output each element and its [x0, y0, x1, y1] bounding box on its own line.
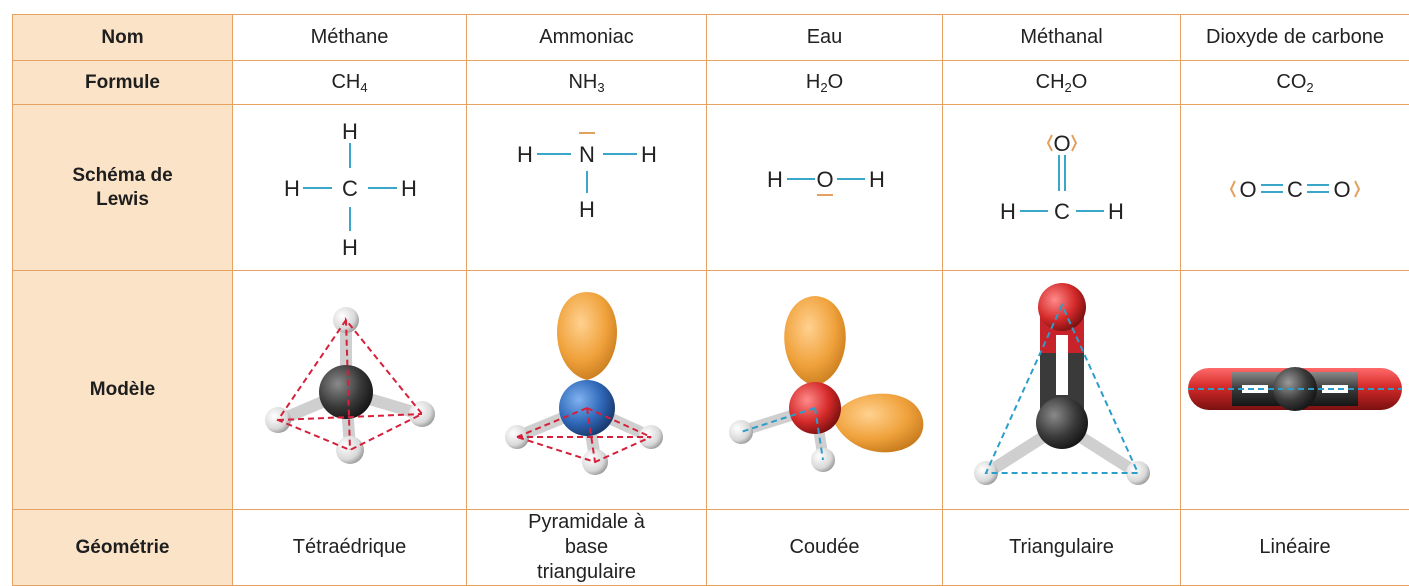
double-bond-gap [1056, 335, 1068, 395]
formula-subscript: 4 [360, 80, 367, 95]
atom-h: H [342, 119, 358, 144]
lewis-methanal-diagram: O H C H [962, 113, 1162, 263]
formula-eau: H2O [707, 61, 943, 105]
formula-methanal: CH2O [943, 61, 1181, 105]
lewis-eau-diagram: H O H [725, 113, 925, 263]
geometry-eau: Coudée [707, 510, 943, 586]
model-eau [707, 271, 943, 510]
atom-h: H [401, 176, 417, 201]
formula-subscript: 3 [597, 80, 604, 95]
atom-h: H [1108, 199, 1124, 224]
hydrogen-atom [1126, 461, 1150, 485]
row-nom: Nom Méthane Ammoniac Eau Méthanal Dioxyd… [13, 15, 1409, 61]
molecule-geometry-table: Nom Méthane Ammoniac Eau Méthanal Dioxyd… [12, 14, 1409, 586]
name-methanal: Méthanal [943, 15, 1181, 61]
atom-h: H [517, 142, 533, 167]
formula-tail: O [1072, 71, 1088, 93]
row-header-lewis: Schéma de Lewis [13, 105, 233, 271]
carbon-atom [1036, 397, 1088, 449]
formula-base: CH [1036, 71, 1065, 93]
atom-h: H [342, 235, 358, 260]
formula-subscript: 2 [1065, 80, 1072, 95]
formula-subscript: 2 [820, 80, 827, 95]
eau-3d-model [715, 280, 935, 500]
model-methanal [943, 271, 1181, 510]
model-methane [233, 271, 467, 510]
carbon-atom [319, 365, 373, 419]
atom-c: C [1054, 199, 1070, 224]
atom-o: O [816, 167, 833, 192]
lewis-methanal: O H C H [943, 105, 1181, 271]
name-dioxyde-de-carbone: Dioxyde de carbone [1181, 15, 1409, 61]
formula-base: H [806, 71, 820, 93]
atom-c: C [1287, 177, 1303, 202]
lewis-dioxyde-de-carbone: O C O [1181, 105, 1409, 271]
row-modele: Modèle [13, 271, 1409, 510]
atom-h: H [869, 167, 885, 192]
ammoniac-3d-model [477, 280, 697, 500]
lewis-methane-diagram: H C H H H [250, 113, 450, 263]
formula-base: CH [331, 71, 360, 93]
geometry-methane: Tétraédrique [233, 510, 467, 586]
lone-pair-lobe [557, 292, 617, 380]
row-header-modele: Modèle [13, 271, 233, 510]
name-eau: Eau [707, 15, 943, 61]
atom-o: O [1333, 177, 1350, 202]
lewis-ammoniac: H N H H [467, 105, 707, 271]
lewis-ammoniac-diagram: H N H H [487, 113, 687, 263]
atom-n: N [579, 142, 595, 167]
atom-c: C [342, 176, 358, 201]
atom-h: H [641, 142, 657, 167]
lone-pair-lobe [833, 394, 923, 453]
atom-h: H [579, 197, 595, 222]
model-dioxyde-de-carbone [1181, 271, 1409, 510]
name-methane: Méthane [233, 15, 467, 61]
formula-tail: O [828, 71, 844, 93]
formula-base: NH [568, 71, 597, 93]
row-lewis: Schéma de Lewis H C H H H [13, 105, 1409, 271]
row-header-formule: Formule [13, 61, 233, 105]
formula-subscript: 2 [1306, 80, 1313, 95]
lewis-methane: H C H H H [233, 105, 467, 271]
formula-methane: CH4 [233, 61, 467, 105]
geometry-ammoniac: Pyramidale à base triangulaire [467, 510, 707, 586]
atom-o: O [1053, 131, 1070, 156]
row-header-nom: Nom [13, 15, 233, 61]
name-ammoniac: Ammoniac [467, 15, 707, 61]
formula-dioxyde-de-carbone: CO2 [1181, 61, 1409, 105]
model-ammoniac [467, 271, 707, 510]
lewis-eau: H O H [707, 105, 943, 271]
atom-o: O [1239, 177, 1256, 202]
row-header-geometrie: Géométrie [13, 510, 233, 586]
row-formule: Formule CH4 NH3 H2O CH2O CO2 [13, 61, 1409, 105]
atom-h: H [284, 176, 300, 201]
atom-h: H [1000, 199, 1016, 224]
formula-ammoniac: NH3 [467, 61, 707, 105]
methane-3d-model [240, 280, 460, 500]
hydrogen-atom [729, 420, 753, 444]
row-geometrie: Géométrie Tétraédrique Pyramidale à base… [13, 510, 1409, 586]
geometry-dioxyde-de-carbone: Linéaire [1181, 510, 1409, 586]
co2-3d-model [1182, 330, 1408, 450]
lewis-co2-diagram: O C O [1195, 113, 1395, 263]
atom-h: H [767, 167, 783, 192]
lone-pair-lobe [784, 296, 846, 386]
formula-base: CO [1276, 71, 1306, 93]
methanal-3d-model [952, 275, 1172, 505]
geometry-methanal: Triangulaire [943, 510, 1181, 586]
